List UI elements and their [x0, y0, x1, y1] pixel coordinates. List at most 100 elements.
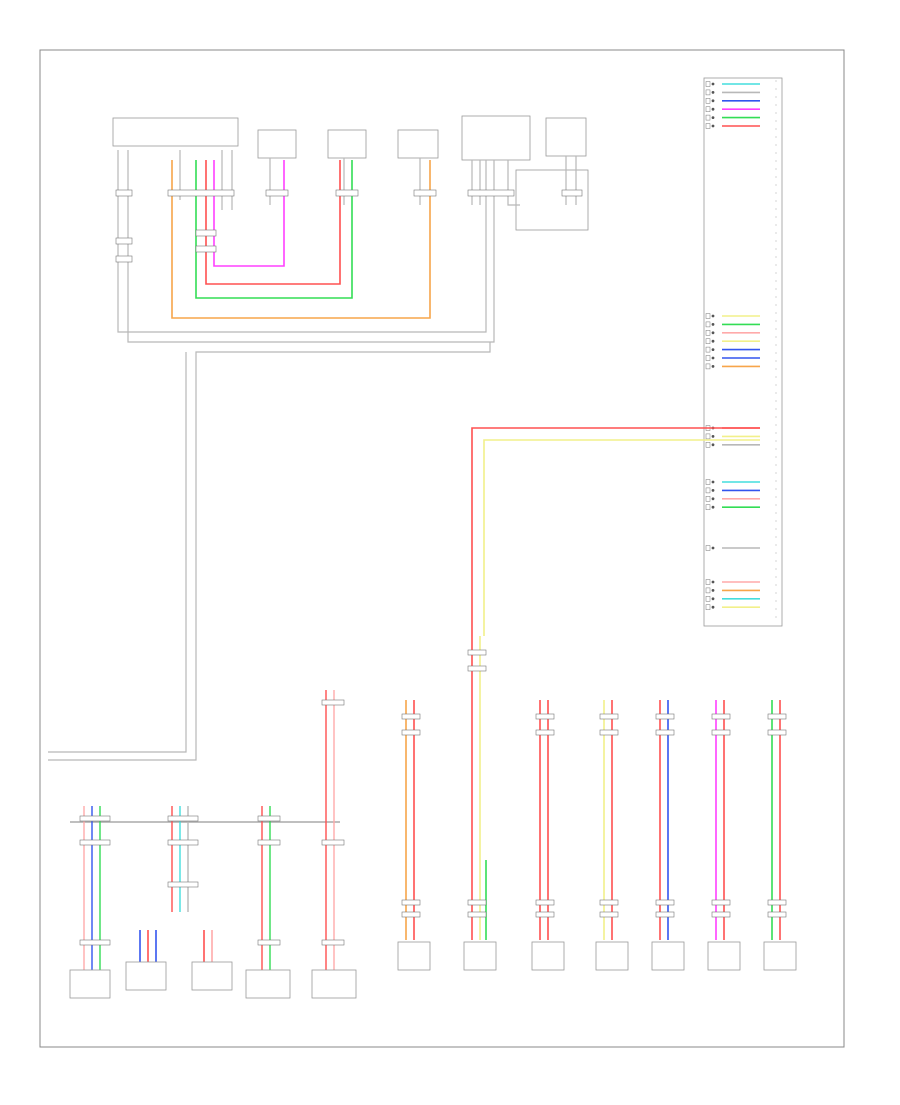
top-component-5-subbox	[515, 169, 589, 231]
module-connector	[467, 665, 487, 672]
bottom-wiring	[69, 636, 797, 999]
right-connector-terminal	[705, 98, 711, 104]
splice-connector	[79, 939, 111, 946]
right-connector-pin	[711, 605, 715, 609]
top-component-1	[112, 117, 239, 147]
module-box	[69, 969, 111, 999]
module-connector	[655, 899, 675, 906]
right-connector-terminal	[705, 321, 711, 328]
left-trunk	[48, 342, 491, 761]
right-connector-terminal	[705, 355, 711, 361]
right-connector-terminal	[705, 114, 711, 121]
module-connector	[767, 911, 787, 918]
right-connector-pin	[711, 323, 715, 326]
module-box	[125, 961, 167, 991]
splice-connector	[167, 815, 199, 822]
module-connector	[655, 713, 675, 720]
module-connector	[535, 729, 555, 736]
right-connector-wires	[705, 81, 760, 610]
module-connector	[467, 911, 487, 918]
right-connector-terminal	[705, 442, 711, 448]
top-component-4	[397, 129, 439, 159]
right-connector-terminal	[705, 123, 711, 129]
module-box	[191, 961, 233, 991]
right-connector-terminal	[705, 346, 711, 353]
splice-connector	[79, 815, 111, 822]
right-connector-terminal	[705, 106, 711, 112]
module-box	[531, 941, 565, 971]
top-component-2	[257, 129, 297, 159]
right-connector-terminal	[705, 604, 711, 610]
right-connector-terminal	[705, 433, 711, 440]
splice-connector	[257, 939, 281, 946]
right-connector-pin	[711, 589, 715, 592]
module-connector	[599, 729, 619, 736]
module-connector	[401, 911, 421, 918]
module-connector	[767, 713, 787, 720]
module-box	[397, 941, 431, 971]
red-feed-wire	[471, 427, 760, 636]
top-component-5	[461, 115, 531, 161]
right-connector-terminal	[705, 504, 711, 510]
right-connector-pin	[711, 339, 715, 343]
right-connector-pin	[711, 91, 715, 94]
right-connector-pin	[711, 435, 715, 438]
module-connector	[467, 649, 487, 656]
module-connector	[711, 713, 731, 720]
right-connector-pin	[711, 99, 715, 103]
module-connector	[401, 713, 421, 720]
module-connector	[535, 713, 555, 720]
module-box	[651, 941, 685, 971]
right-connector-pin	[711, 82, 715, 86]
top-harness	[115, 150, 583, 343]
diagram-border	[39, 49, 845, 1048]
right-connector-terminal	[705, 596, 711, 602]
module-connector	[655, 911, 675, 918]
splice-connector	[321, 699, 345, 706]
module-connector	[599, 911, 619, 918]
right-connector-terminal	[705, 487, 711, 494]
right-connector-pin	[711, 107, 715, 111]
right-connector-pin	[711, 116, 715, 119]
module-connector	[711, 729, 731, 736]
left-trunk-2	[48, 352, 187, 753]
right-connector-pin	[711, 597, 715, 601]
right-connector-terminal	[705, 313, 711, 319]
right-connector-terminal	[705, 496, 711, 502]
right-connector-terminal	[705, 579, 711, 585]
module-box	[311, 969, 357, 999]
right-connector-terminal	[705, 479, 711, 485]
right-connector-pin	[711, 489, 715, 492]
splice-connector	[321, 839, 345, 846]
module-box	[763, 941, 797, 971]
module-connector	[767, 899, 787, 906]
right-connector-pin	[711, 124, 715, 128]
module-connector	[767, 729, 787, 736]
module-box	[595, 941, 629, 971]
right-connector-terminal	[705, 89, 711, 96]
splice-connector	[257, 839, 281, 846]
right-connector-terminal	[705, 330, 711, 336]
right-connector-pin	[711, 348, 715, 351]
right-connector-pin	[711, 546, 715, 550]
module-connector	[655, 729, 675, 736]
splice-connector	[79, 839, 111, 846]
right-connector	[703, 77, 783, 627]
right-connector-pin	[711, 580, 715, 584]
right-connector-pin	[711, 505, 715, 509]
right-connector-terminal	[705, 338, 711, 344]
top-component-6	[545, 117, 587, 157]
right-connector-pin	[711, 314, 715, 318]
right-connector-terminal	[705, 587, 711, 594]
right-connector-pin	[711, 497, 715, 501]
yellow-feed-wire	[483, 439, 760, 636]
right-connector-terminal	[705, 545, 711, 551]
module-connector	[401, 729, 421, 736]
right-connector-terminal	[705, 81, 711, 87]
module-connector	[599, 713, 619, 720]
module-connector	[599, 899, 619, 906]
top-component-3	[327, 129, 367, 159]
module-box	[707, 941, 741, 971]
module-connector	[401, 899, 421, 906]
